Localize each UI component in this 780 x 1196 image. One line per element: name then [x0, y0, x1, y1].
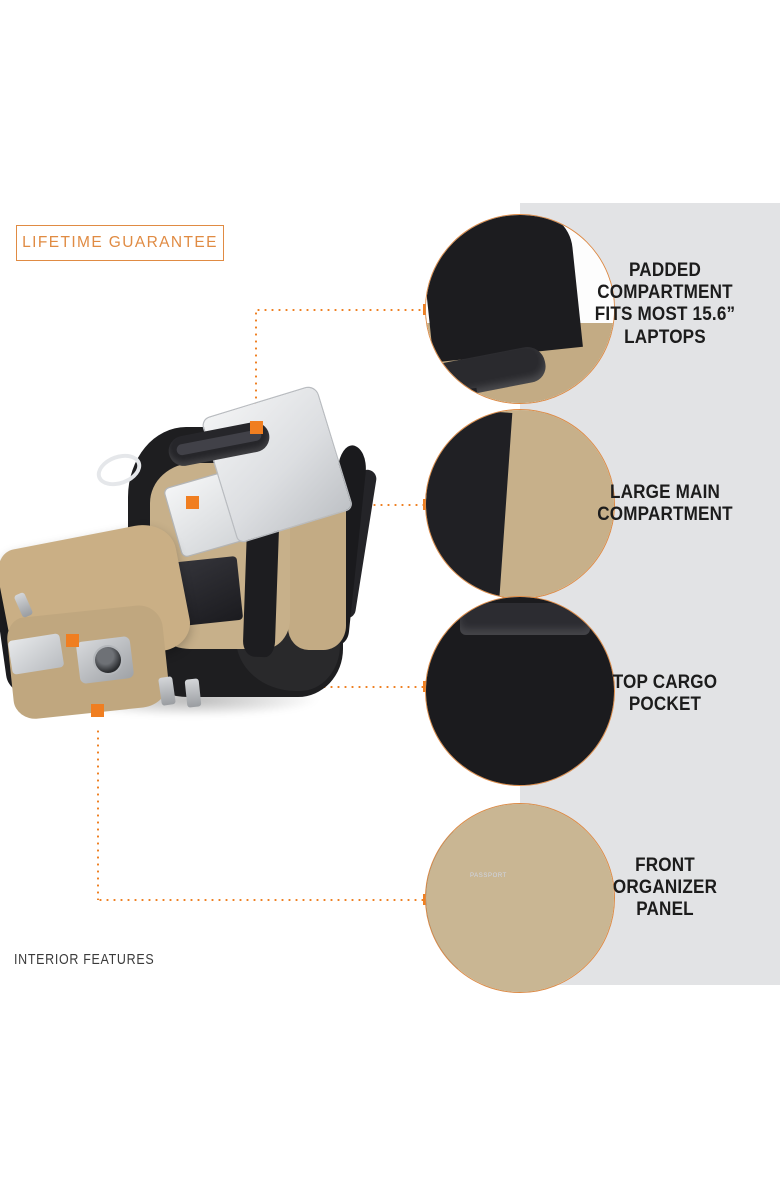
- feature-label-line: FRONT: [635, 855, 695, 876]
- feature-photo-padded-laptop-compartment: [426, 215, 614, 403]
- feature-photo-top-cargo-pocket: [426, 597, 614, 785]
- feature-photo-front-organizer-panel: PASSPORT: [426, 804, 614, 992]
- feature-label-line: TOP CARGO: [612, 672, 718, 693]
- hotspot-top-cargo[interactable]: [250, 421, 263, 434]
- connector-tick-feature-1: [423, 304, 426, 315]
- lifetime-guarantee-badge: LIFETIME GUARANTEE: [16, 225, 224, 261]
- connector-horizontal-feature-1: [255, 309, 425, 311]
- feature-label-line: COMPARTMENT: [597, 504, 733, 526]
- feature-inset-top-cargo-pocket[interactable]: [425, 596, 615, 786]
- lifetime-guarantee-label: LIFETIME GUARANTEE: [22, 234, 218, 251]
- feature-label-large-main-compartment: LARGE MAIN COMPARTMENT: [560, 482, 770, 526]
- feature-label-line: LARGE MAIN: [609, 482, 721, 503]
- inset3-lid: [460, 603, 590, 635]
- feature-label-line: LAPTOPS: [624, 326, 706, 348]
- connector-tick-feature-3: [423, 681, 426, 692]
- connector-horizontal-feature-4: [97, 899, 425, 901]
- camera-lens: [95, 647, 121, 673]
- hotspot-main-compartment[interactable]: [66, 634, 79, 647]
- feature-label-padded-laptop-compartment: PADDED COMPARTMENT FITS MOST 15.6” LAPTO…: [560, 260, 770, 349]
- interior-features-caption: INTERIOR FEATURES: [14, 952, 155, 968]
- zipper-pull-2: [184, 678, 202, 708]
- hotspot-laptop-compartment[interactable]: [186, 496, 199, 509]
- feature-label-top-cargo-pocket: TOP CARGO POCKET: [560, 672, 770, 716]
- feature-label-line: PANEL: [636, 899, 694, 921]
- connector-vertical-feature-4: [97, 728, 99, 900]
- feature-inset-front-organizer-panel[interactable]: PASSPORT: [425, 803, 615, 993]
- connector-tick-feature-2: [423, 499, 426, 510]
- feature-label-line: POCKET: [628, 694, 702, 716]
- hero-product-photo: [0, 385, 400, 745]
- feature-inset-padded-laptop-compartment[interactable]: [425, 214, 615, 404]
- inset2-side-panel: [426, 410, 513, 597]
- inset4-passport-label: PASSPORT: [470, 873, 507, 879]
- feature-inset-large-main-compartment[interactable]: [425, 409, 615, 599]
- feature-label-front-organizer-panel: FRONT ORGANIZER PANEL: [560, 855, 770, 922]
- feature-label-line: COMPARTMENT: [597, 282, 733, 304]
- feature-label-line: FITS MOST 15.6”: [594, 304, 736, 326]
- connector-vertical-feature-1: [255, 310, 257, 458]
- feature-label-line: ORGANIZER: [612, 877, 718, 899]
- feature-photo-large-main-compartment: [426, 410, 614, 598]
- feature-label-line: PADDED: [628, 260, 702, 281]
- hotspot-front-organizer[interactable]: [91, 704, 104, 717]
- connector-tick-feature-4: [423, 894, 426, 905]
